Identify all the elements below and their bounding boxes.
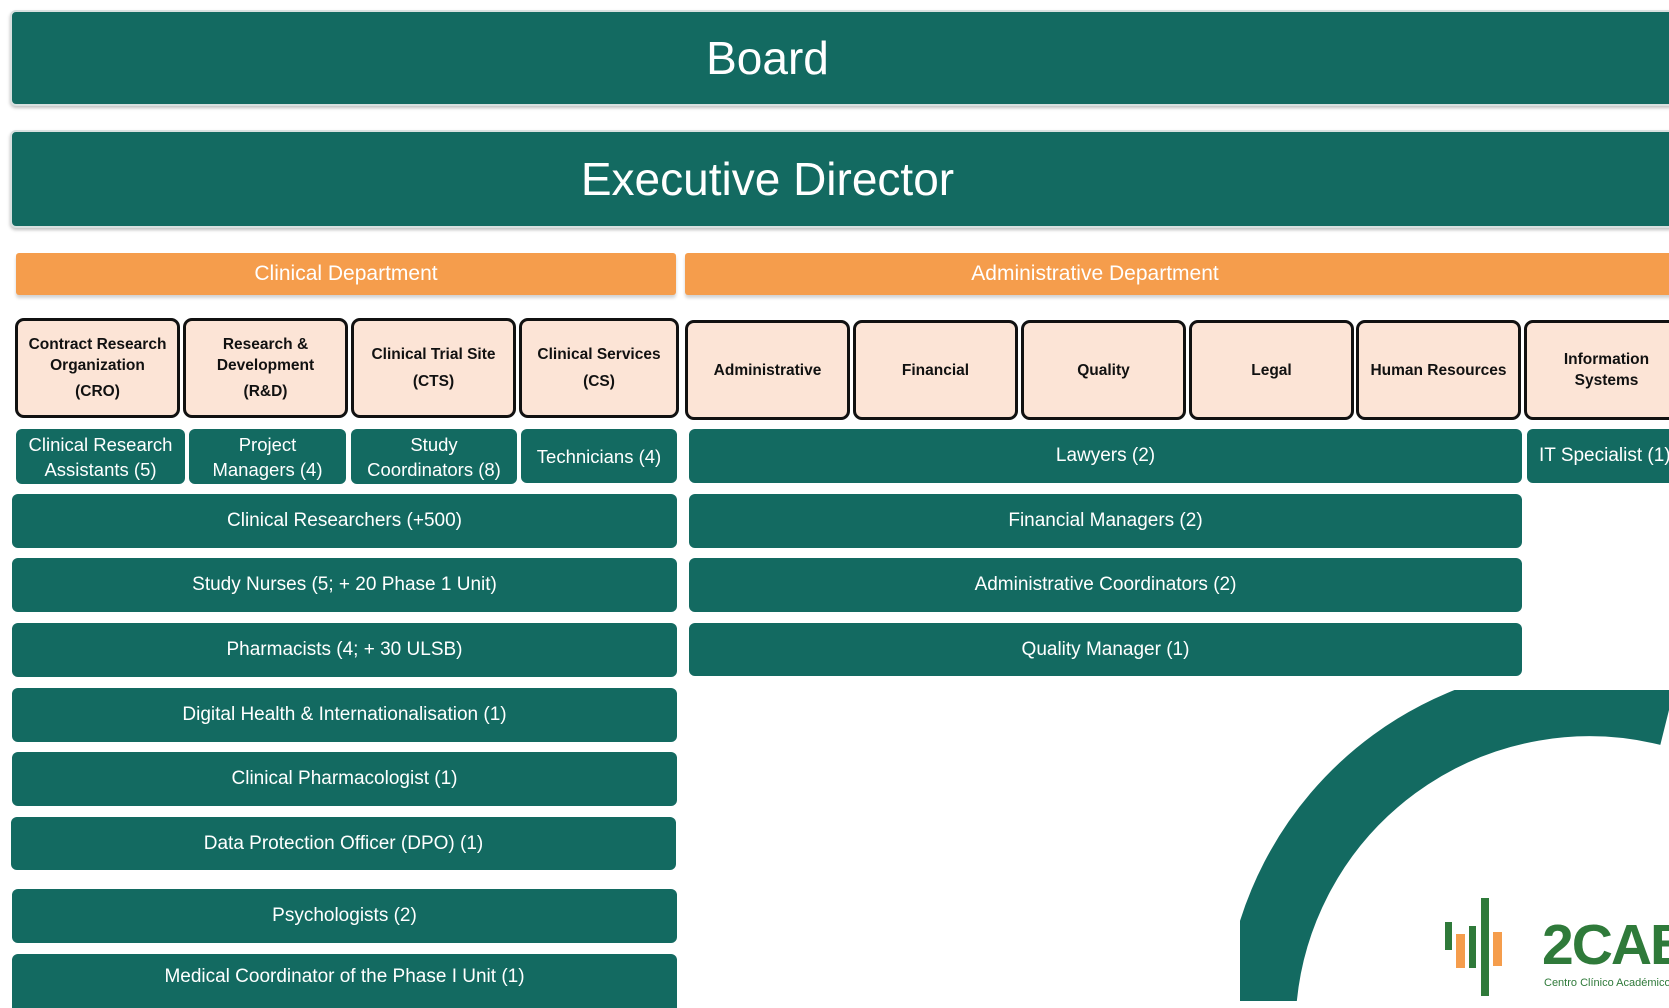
role-pm-line2: Managers (4) [212,458,323,480]
unit-human-resources-label: Human Resources [1370,361,1507,379]
board-box: Board [10,10,1669,106]
decorative-arc [1240,690,1669,1001]
role-psychologists: Psychologists (2) [12,889,677,943]
administrative-department-header: Administrative Department [685,253,1669,295]
unit-quality-label: Quality [1077,361,1130,379]
unit-rd-line3: (R&D) [243,383,288,400]
role-study-nurses: Study Nurses (5; + 20 Phase 1 Unit) [12,558,677,612]
unit-legal-label: Legal [1251,361,1292,379]
unit-cs: Clinical Services (CS) [519,318,679,418]
board-title: Board [706,32,829,84]
role-pharmacists: Pharmacists (4; + 30 ULSB) [12,623,677,677]
unit-information-systems-line2: Systems [1574,372,1639,389]
role-technicians: Technicians (4) [521,429,677,483]
role-administrative-coordinators: Administrative Coordinators (2) [689,558,1522,612]
unit-cts: Clinical Trial Site (CTS) [351,318,516,418]
role-technicians-label: Technicians (4) [536,445,662,467]
logo-text: 2CABI [1542,913,1669,977]
role-quality-manager-label: Quality Manager (1) [1021,638,1190,660]
unit-legal: Legal [1189,320,1354,420]
role-financial-managers-label: Financial Managers (2) [1008,510,1203,531]
role-sc-line1: Study [410,433,458,455]
role-psychologists-label: Psychologists (2) [272,905,417,926]
logo-subtitle: Centro Clínico Académico [1544,977,1669,989]
role-clinical-pharmacologist-label: Clinical Pharmacologist (1) [231,768,458,789]
role-lawyers: Lawyers (2) [689,429,1522,483]
role-medical-coordinator: Medical Coordinator of the Phase I Unit … [12,954,677,1008]
unit-human-resources: Human Resources [1356,320,1521,420]
unit-quality: Quality [1021,320,1186,420]
role-pharmacists-label: Pharmacists (4; + 30 ULSB) [226,639,463,660]
executive-director-box: Executive Director [10,130,1669,228]
role-study-coordinators: Study Coordinators (8) [351,429,517,484]
role-financial-managers: Financial Managers (2) [689,494,1522,548]
unit-cro-line1: Contract Research [28,336,167,353]
logo-bars-icon [1445,898,1502,996]
role-pm-line1: Project [238,433,297,455]
clinical-department-label: Clinical Department [254,262,438,285]
unit-cts-line2: (CTS) [412,373,455,390]
role-clinical-researchers-label: Clinical Researchers (+500) [227,510,462,531]
unit-information-systems: Information Systems [1524,320,1669,420]
unit-cts-line1: Clinical Trial Site [371,346,496,363]
role-lawyers-label: Lawyers (2) [1055,445,1156,466]
role-clinical-researchers: Clinical Researchers (+500) [12,494,677,548]
unit-administrative: Administrative [685,320,850,420]
role-dpo: Data Protection Officer (DPO) (1) [11,817,676,870]
unit-cs-line2: (CS) [583,373,615,390]
executive-director-title: Executive Director [580,153,955,205]
role-dpo-label: Data Protection Officer (DPO) (1) [203,832,484,854]
unit-financial: Financial [853,320,1018,420]
role-study-nurses-label: Study Nurses (5; + 20 Phase 1 Unit) [192,574,497,595]
role-digital-health-label: Digital Health & Internationalisation (1… [182,704,507,725]
unit-cro-line3: (CRO) [75,383,120,400]
role-quality-manager: Quality Manager (1) [689,623,1522,676]
role-administrative-coordinators-label: Administrative Coordinators (2) [974,574,1237,595]
unit-administrative-label: Administrative [713,361,822,379]
unit-rd-line2: Development [216,357,315,374]
unit-cro: Contract Research Organization (CRO) [15,318,180,418]
logo: 2CABI Centro Clínico Académico [1444,892,1669,1001]
unit-rd: Research & Development (R&D) [183,318,348,418]
clinical-department-header: Clinical Department [16,253,676,295]
role-clinical-pharmacologist: Clinical Pharmacologist (1) [12,752,677,806]
unit-cs-line1: Clinical Services [537,346,661,363]
unit-financial-label: Financial [901,361,970,379]
unit-information-systems-line1: Information [1563,351,1650,368]
unit-rd-line1: Research & [222,336,309,353]
role-it-specialist-label: IT Specialist (1) [1539,445,1669,466]
administrative-department-label: Administrative Department [971,262,1219,285]
role-cra-line1: Clinical Research [28,433,173,455]
role-sc-line2: Coordinators (8) [367,458,501,480]
unit-cro-line2: Organization [50,357,145,374]
role-project-managers: Project Managers (4) [189,429,346,484]
role-medical-coordinator-label: Medical Coordinator of the Phase I Unit … [164,966,525,987]
role-clinical-research-assistants: Clinical Research Assistants (5) [16,429,185,484]
role-digital-health: Digital Health & Internationalisation (1… [12,688,677,742]
role-it-specialist: IT Specialist (1) [1527,429,1669,483]
role-cra-line2: Assistants (5) [44,458,157,480]
